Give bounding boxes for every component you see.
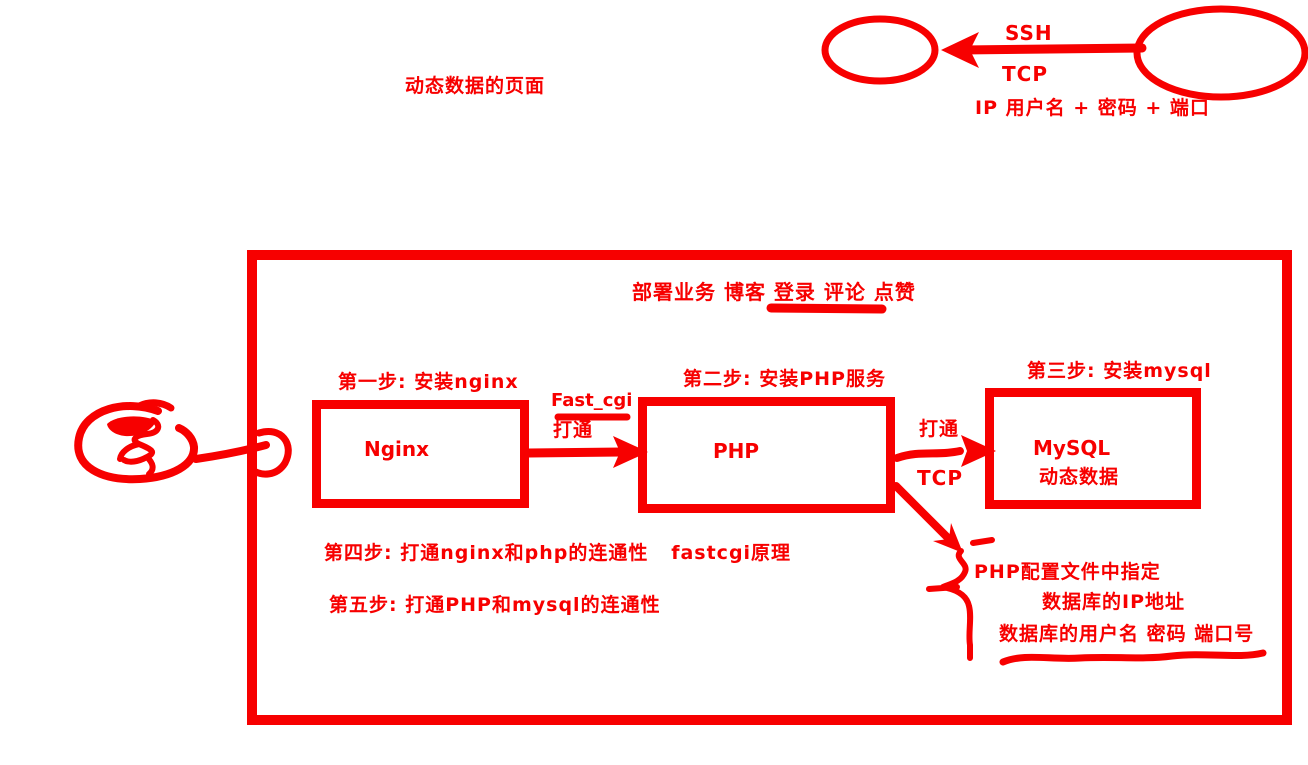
ssh-arrowhead-icon xyxy=(941,32,979,68)
nginx-php-action-label: 打通 xyxy=(553,419,594,441)
mysql-sub-label: 动态数据 xyxy=(1039,466,1120,488)
nginx-node-label: Nginx xyxy=(364,437,430,461)
nginx-php-arrow-shaft xyxy=(524,447,627,458)
config-brace-squiggle xyxy=(926,548,974,661)
doodle-pointer-hook xyxy=(247,428,292,478)
php-config-dash xyxy=(970,537,995,546)
tcp-label: TCP xyxy=(1002,62,1048,86)
page-note: 动态数据的页面 xyxy=(405,75,546,97)
business-line: 部署业务 博客 登录 评论 点赞 xyxy=(632,280,916,304)
doodle-outline xyxy=(74,402,198,484)
business-underline xyxy=(766,303,887,314)
main-frame-box xyxy=(247,250,1292,725)
step2-label: 第二步: 安装PHP服务 xyxy=(683,368,886,390)
ssh-arrow-shaft xyxy=(957,43,1147,55)
step5-label: 第五步: 打通PHP和mysql的连通性 xyxy=(329,594,661,616)
php-box xyxy=(638,397,895,513)
php-config-arrow-shaft xyxy=(892,482,953,543)
php-config-line1: PHP配置文件中指定 xyxy=(974,561,1161,583)
nginx-php-arrowhead-icon xyxy=(613,436,648,468)
nginx-box xyxy=(312,400,529,508)
php-mysql-arrow-shaft xyxy=(893,447,964,462)
fastcgi-protocol-label: Fast_cgi xyxy=(551,390,633,411)
doodle-pointer-line xyxy=(192,441,270,463)
credentials-label: IP 用户名 + 密码 + 端口 xyxy=(975,97,1210,119)
mysql-node-label: MySQL xyxy=(1033,436,1111,460)
php-config-line2: 数据库的IP地址 xyxy=(1042,591,1185,613)
step3-label: 第三步: 安装mysql xyxy=(1027,360,1212,382)
doodle-hair-blob xyxy=(107,416,156,437)
small-ellipse xyxy=(821,15,939,85)
doodle-scribble xyxy=(117,417,162,477)
step1-label: 第一步: 安装nginx xyxy=(338,371,519,393)
php-mysql-arrowhead-icon xyxy=(961,435,996,467)
php-mysql-action-label: 打通 xyxy=(919,418,960,440)
step4-label: 第四步: 打通nginx和php的连通性 fastcgi原理 xyxy=(324,542,792,564)
php-node-label: PHP xyxy=(713,439,760,463)
dbinfo-underline xyxy=(999,649,1267,666)
large-ellipse xyxy=(1133,5,1308,101)
php-mysql-protocol-label: TCP xyxy=(917,466,963,490)
php-config-line3: 数据库的用户名 密码 端口号 xyxy=(999,623,1255,645)
doodle-flick xyxy=(135,399,175,412)
ssh-label: SSH xyxy=(1005,21,1053,45)
php-config-arrowhead-icon xyxy=(933,523,963,553)
